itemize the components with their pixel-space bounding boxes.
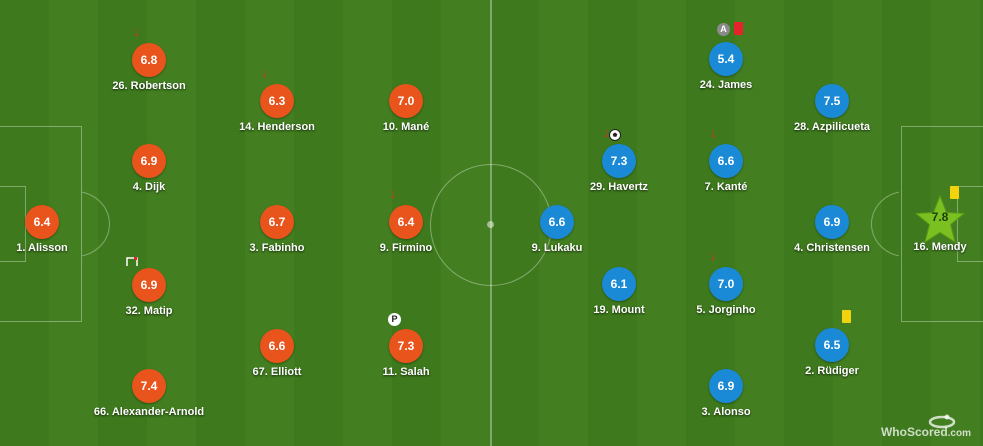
left-penalty-area	[0, 126, 82, 322]
player-rating: 7.3	[602, 144, 636, 178]
yellow-card-icon	[842, 310, 851, 323]
player-name: 19. Mount	[593, 304, 645, 316]
right-goal-area	[957, 186, 983, 262]
player-rating: 6.6	[260, 329, 294, 363]
player-rating: 7.5	[815, 84, 849, 118]
player-name: 32. Matip	[125, 305, 173, 317]
player-rating: 6.7	[260, 205, 294, 239]
player-rating: 5.4	[709, 42, 743, 76]
player-name: 4. Christensen	[794, 242, 870, 254]
sub-off-arrow-icon: ↓	[603, 125, 610, 140]
yellow-card-icon	[950, 186, 959, 199]
sub-off-arrow-icon: ↓	[710, 125, 717, 140]
player-rating: 7.0	[389, 84, 423, 118]
red-card-icon	[734, 22, 743, 35]
player-rating: 6.9	[132, 268, 166, 302]
player-name: 3. Fabinho	[249, 242, 305, 254]
injury-icon	[126, 254, 138, 266]
sub-off-arrow-icon: ↓	[133, 24, 140, 39]
player-name: 11. Salah	[382, 366, 430, 378]
player-name: 5. Jorginho	[696, 304, 756, 316]
player-rating: 6.4	[25, 205, 59, 239]
player-name: 67. Elliott	[252, 366, 302, 378]
player-rating: 7.3	[389, 329, 423, 363]
player-name: 29. Havertz	[589, 181, 649, 193]
player-name: 9. Firmino	[379, 242, 433, 254]
player-name: 66. Alexander-Arnold	[93, 406, 205, 418]
player-name: 4. Dijk	[132, 181, 166, 193]
player-rating: 6.1	[602, 267, 636, 301]
player-rating: 6.8	[132, 43, 166, 77]
player-rating: 6.9	[815, 205, 849, 239]
assist-icon: A	[717, 23, 730, 36]
penalty-icon: P	[388, 313, 401, 326]
whoscored-logo-icon	[928, 414, 956, 429]
player-name: 10. Mané	[382, 121, 430, 133]
goal-ball-icon	[609, 128, 621, 141]
centre-spot	[487, 221, 494, 228]
player-rating: 6.9	[709, 369, 743, 403]
player-name: 16. Mendy	[913, 241, 967, 253]
player-name: 24. James	[699, 79, 753, 91]
sub-off-arrow-icon: ↓	[261, 65, 268, 80]
player-name: 1. Alisson	[16, 242, 68, 254]
player-rating: 6.6	[709, 144, 743, 178]
player-name: 3. Alonso	[701, 406, 751, 418]
player-name: 14. Henderson	[239, 121, 315, 133]
sub-off-arrow-icon: ↓	[710, 248, 717, 263]
player-rating: 6.4	[389, 205, 423, 239]
player-rating: 6.5	[815, 328, 849, 362]
player-rating: 7.8	[931, 210, 949, 224]
player-name: 28. Azpilicueta	[793, 121, 870, 133]
whoscored-logo: WhoScored.com	[880, 425, 971, 439]
player-rating: 6.6	[540, 205, 574, 239]
player-rating: 7.4	[132, 369, 166, 403]
player-name: 9. Lukaku	[531, 242, 583, 254]
right-penalty-area	[901, 126, 983, 322]
player-rating: 6.3	[260, 84, 294, 118]
man-of-the-match-star-icon	[914, 194, 966, 244]
player-name: 26. Robertson	[112, 80, 186, 92]
player-rating: 6.9	[132, 144, 166, 178]
sub-off-arrow-icon: ↓	[390, 186, 397, 201]
player-name: 7. Kanté	[704, 181, 748, 193]
player-name: 2. Rüdiger	[805, 365, 859, 377]
player-rating: 7.0	[709, 267, 743, 301]
